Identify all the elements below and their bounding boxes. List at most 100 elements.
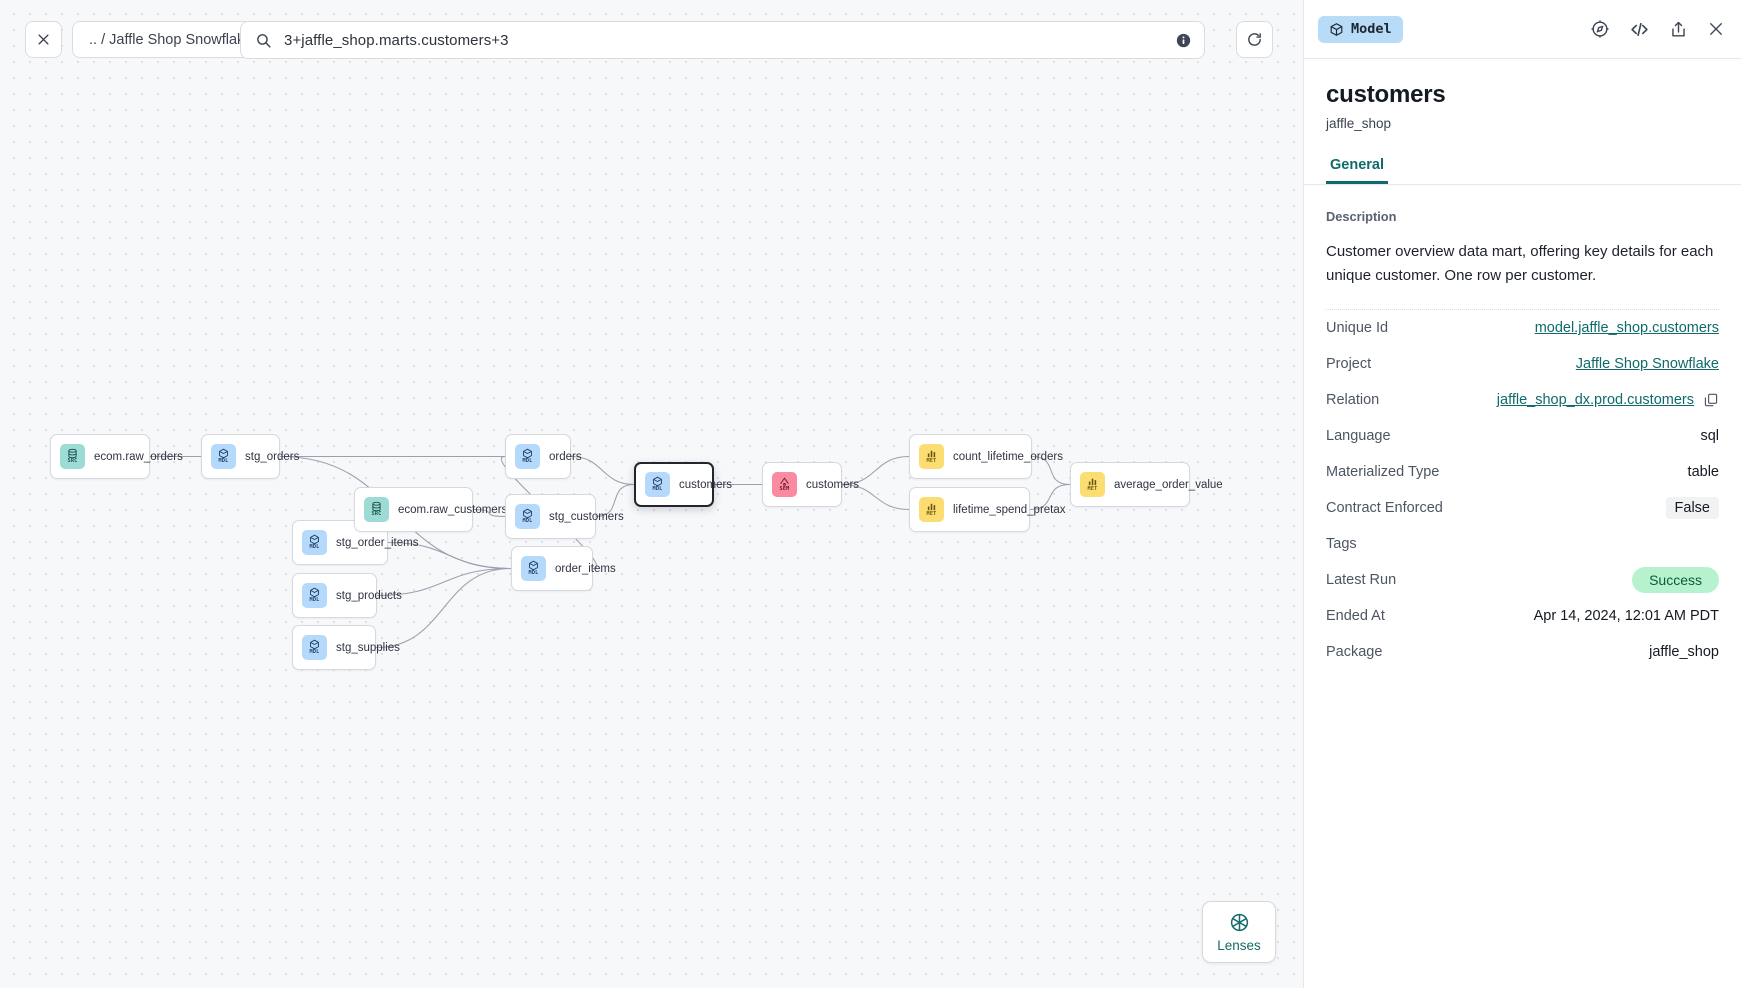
meta-key: Materialized Type <box>1326 464 1440 480</box>
meta-key: Tags <box>1326 536 1357 552</box>
copy-icon[interactable] <box>1703 392 1719 408</box>
status-badge: Success <box>1632 567 1719 593</box>
graph-edge <box>376 567 512 597</box>
node-type-icon-sem: SEM <box>772 472 797 497</box>
node-type-icon-mdl: MDL <box>515 444 540 469</box>
meta-row: Materialized Type table <box>1326 454 1719 490</box>
meta-value[interactable]: Jaffle Shop Snowflake <box>1575 356 1719 372</box>
meta-key: Relation <box>1326 392 1380 408</box>
graph-node-lifetime_spend_pretax[interactable]: MET lifetime_spend_pretax <box>909 487 1066 532</box>
graph-node-customers_semantic[interactable]: SEM customers <box>762 462 859 507</box>
node-type-icon-mdl: MDL <box>515 504 540 529</box>
graph-node-label: orders <box>549 450 582 463</box>
node-type-icon-met: MET <box>919 444 944 469</box>
refresh-button[interactable] <box>1236 21 1273 58</box>
graph-node-label: stg_products <box>336 589 402 602</box>
close-icon <box>36 32 51 47</box>
graph-node-orders[interactable]: MDL orders <box>505 434 582 479</box>
panel-tabs: General <box>1304 157 1741 185</box>
section-divider <box>1326 309 1719 310</box>
graph-node-label: lifetime_spend_pretax <box>953 503 1066 516</box>
graph-node-ecom_raw_orders[interactable]: SRC ecom.raw_orders <box>50 434 183 479</box>
meta-value-wrap: sql <box>1700 428 1719 444</box>
graph-node-ecom_raw_customers[interactable]: SRC ecom.raw_customers <box>354 487 507 532</box>
graph-edge <box>387 541 512 570</box>
breadcrumb[interactable]: .. / Jaffle Shop Snowflake <box>72 21 270 58</box>
code-icon[interactable] <box>1629 19 1650 40</box>
meta-key: Contract Enforced <box>1326 500 1443 516</box>
entity-subtitle: jaffle_shop <box>1326 116 1392 131</box>
meta-value-wrap: model.jaffle_shop.customers <box>1535 320 1719 336</box>
meta-row: Ended At Apr 14, 2024, 12:01 AM PDT <box>1326 598 1719 634</box>
info-icon[interactable] <box>1175 32 1192 49</box>
meta-value[interactable]: jaffle_shop_dx.prod.customers <box>1496 392 1694 408</box>
graph-node-label: order_items <box>555 562 616 575</box>
close-graph-button[interactable] <box>25 21 62 58</box>
graph-node-label: stg_supplies <box>336 641 400 654</box>
panel-body: Description Customer overview data mart,… <box>1304 185 1741 988</box>
meta-value-wrap: False <box>1665 497 1719 519</box>
meta-value-wrap: Jaffle Shop Snowflake <box>1576 356 1719 372</box>
description-label: Description <box>1326 209 1397 224</box>
close-panel-icon[interactable] <box>1707 20 1725 38</box>
graph-edge <box>1029 483 1071 511</box>
meta-value-wrap: table <box>1688 464 1719 480</box>
graph-edge <box>570 455 635 486</box>
panel-title-block: customers jaffle_shop <box>1304 59 1741 131</box>
meta-key: Language <box>1326 428 1391 444</box>
meta-key: Package <box>1326 644 1383 660</box>
lenses-button[interactable]: Lenses <box>1202 901 1276 963</box>
meta-value-wrap: jaffle_shop_dx.prod.customers <box>1497 392 1719 408</box>
graph-node-label: ecom.raw_customers <box>398 503 508 516</box>
meta-value: sql <box>1700 428 1719 444</box>
graph-node-label: ecom.raw_orders <box>94 450 183 463</box>
node-type-icon-src: SRC <box>60 444 85 469</box>
graph-node-label: customers <box>679 478 733 491</box>
entity-type-badge: Model <box>1318 15 1403 43</box>
meta-key: Unique Id <box>1326 320 1389 336</box>
description-text: Customer overview data mart, offering ke… <box>1326 243 1714 284</box>
graph-node-stg_customers[interactable]: MDL stg_customers <box>505 494 624 539</box>
graph-node-customers_model[interactable]: MDL customers <box>634 462 732 507</box>
edge-layer <box>150 455 1071 649</box>
tab-general[interactable]: General <box>1326 157 1388 184</box>
node-type-icon-met: MET <box>1080 472 1105 497</box>
graph-node-label: customers <box>806 478 860 491</box>
node-type-icon-mdl: MDL <box>211 444 236 469</box>
meta-value-wrap: Success <box>1632 567 1719 593</box>
meta-key: Ended At <box>1326 608 1385 624</box>
graph-edge <box>841 483 910 511</box>
lineage-toolbar: .. / Jaffle Shop Snowflake 3+jaffle_shop… <box>0 0 1303 78</box>
cube-icon <box>1329 22 1344 37</box>
lenses-label: Lenses <box>1217 937 1261 953</box>
explore-icon[interactable] <box>1590 19 1610 39</box>
meta-value: False <box>1665 497 1719 519</box>
page-title: customers <box>1326 81 1446 108</box>
graph-node-label: stg_customers <box>549 510 624 523</box>
node-type-icon-mdl: MDL <box>645 472 670 497</box>
node-type-icon-mdl: MDL <box>302 530 327 555</box>
meta-value[interactable]: model.jaffle_shop.customers <box>1534 320 1719 336</box>
search-input[interactable]: 3+jaffle_shop.marts.customers+3 <box>284 31 509 49</box>
refresh-icon <box>1246 31 1263 48</box>
node-type-icon-src: SRC <box>364 497 389 522</box>
panel-header-actions <box>1590 19 1725 40</box>
search-bar[interactable]: 3+jaffle_shop.marts.customers+3 <box>240 21 1205 59</box>
share-icon[interactable] <box>1669 20 1688 39</box>
node-type-icon-met: MET <box>919 497 944 522</box>
meta-value: Apr 14, 2024, 12:01 AM PDT <box>1533 608 1719 624</box>
entity-type-label: Model <box>1351 21 1392 37</box>
